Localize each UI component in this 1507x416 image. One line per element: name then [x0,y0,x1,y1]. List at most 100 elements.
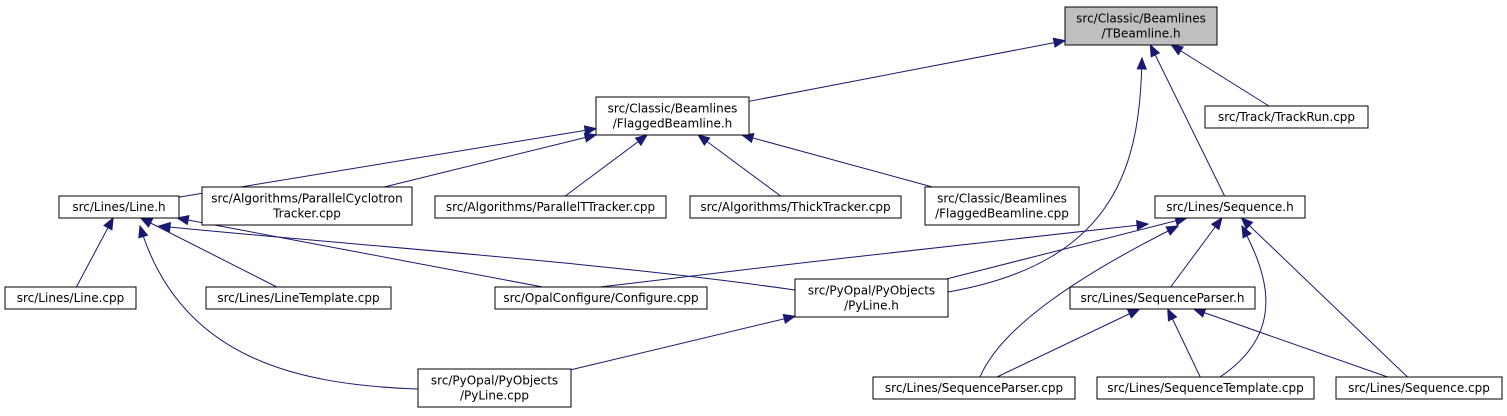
arrowhead [103,216,114,231]
node-box[interactable] [4,286,137,310]
edge-line_h-to-flaggedbeamline_h [178,125,598,198]
node-label: /PyLine.cpp [460,389,529,403]
edge-line [599,223,1149,288]
node-flaggedbeamline-cpp[interactable]: src/Classic/Beamlines/FlaggedBeamline.cp… [924,186,1080,226]
node-sequenceparser-h[interactable]: src/Lines/SequenceParser.h [1069,286,1256,310]
edge-line [564,134,648,197]
arrowhead [1149,43,1161,58]
node-label: src/Classic/Beamlines [1076,12,1206,26]
node-pyline-cpp[interactable]: src/PyOpal/PyObjects/PyLine.cpp [417,368,572,408]
node-pyline-h[interactable]: src/PyOpal/PyObjects/PyLine.h [794,278,949,318]
node-sequenceparser-cpp[interactable]: src/Lines/SequenceParser.cpp [872,376,1076,400]
node-label: src/Lines/SequenceParser.h [1081,291,1245,305]
node-flaggedbeamline-h[interactable]: src/Classic/Beamlines/FlaggedBeamline.h [595,96,750,136]
node-box[interactable] [205,286,392,310]
node-label: src/Classic/Beamlines [937,192,1067,206]
node-box[interactable] [1064,6,1218,46]
node-line-cpp[interactable]: src/Lines/Line.cpp [4,286,137,310]
edge-sequenceparser_h-to-sequence_h [1170,216,1223,288]
edge-line [177,217,543,288]
node-box[interactable] [1204,105,1369,129]
node-label: /PyLine.h [844,299,899,313]
node-box[interactable] [417,368,572,408]
node-label: src/Lines/SequenceTemplate.cpp [1107,381,1303,395]
node-sequence-cpp[interactable]: src/Lines/Sequence.cpp [1335,376,1503,400]
node-label: src/Lines/Sequence.cpp [1348,381,1490,395]
edge-pyline_h-to-tbeamline_h [947,56,1148,293]
edge-line [946,217,1187,280]
edge-line_cpp-to-line_h [75,216,114,288]
node-thicktracker-cpp[interactable]: src/Algorithms/ThickTracker.cpp [689,195,902,219]
edge-sequencetemplate_cpp-to-sequence_h [1219,224,1267,378]
edge-line [75,217,114,288]
edge-line [178,128,597,198]
arrowhead [139,217,154,228]
node-box[interactable] [595,96,750,136]
edge-line [748,40,1066,102]
node-tbeamline-h[interactable]: src/Classic/Beamlines/TBeamline.h [1064,6,1218,46]
node-box[interactable] [58,195,180,219]
edge-line [1149,44,1226,197]
node-label: src/PyOpal/PyObjects [808,284,935,298]
node-label: src/PyOpal/PyObjects [431,374,558,388]
edge-linetemplate_cpp-to-line_h [139,217,278,288]
node-box[interactable] [494,286,708,310]
edge-line [947,57,1143,293]
node-configure-cpp[interactable]: src/OpalConfigure/Configure.cpp [494,286,708,310]
node-box[interactable] [1096,376,1315,400]
node-box[interactable] [924,186,1080,226]
edge-parallelt_cpp-to-flaggedbeamline_h [564,134,649,197]
edge-line [996,308,1140,378]
edge-sequencetemplate_cpp-to-sequenceparser_h [1167,307,1201,378]
node-box[interactable] [794,278,949,318]
node-label: Tracker.cpp [272,207,341,221]
arrowhead [697,134,711,147]
arrowhead [138,224,149,239]
edge-line [1167,308,1201,378]
edge-line [1171,44,1270,107]
edge-sequence_cpp-to-sequence_h [1240,217,1408,378]
arrowhead [1136,56,1148,70]
arrowhead [583,125,598,136]
node-sequence-h[interactable]: src/Lines/Sequence.h [1154,195,1306,219]
edge-line [1170,217,1223,288]
edge-line [570,315,796,371]
node-box[interactable] [1335,376,1503,400]
edge-configure_cpp-to-sequence_h [599,220,1150,288]
node-linetemplate-cpp[interactable]: src/Lines/LineTemplate.cpp [205,286,392,310]
edge-line [384,134,597,188]
node-label: src/Lines/Line.cpp [17,291,125,305]
node-parallelt-cpp[interactable]: src/Algorithms/ParallelTTracker.cpp [434,195,667,219]
arrowhead [1165,225,1180,236]
node-label: src/OpalConfigure/Configure.cpp [503,291,698,305]
arrowhead [634,134,649,147]
node-trackrun-cpp[interactable]: src/Track/TrackRun.cpp [1204,105,1369,129]
edge-pyline_cpp-to-line_h [138,224,419,390]
edge-line [139,225,419,390]
node-box[interactable] [201,186,413,226]
node-sequencetemplate-cpp[interactable]: src/Lines/SequenceTemplate.cpp [1096,376,1315,400]
arrowhead [1192,307,1207,318]
arrowhead [782,313,797,325]
node-box[interactable] [434,195,667,219]
edge-sequenceparser_cpp-to-sequence_h [979,225,1180,378]
node-box[interactable] [689,195,902,219]
edge-parallelcyclotron_cpp-to-flaggedbeamline_h [384,132,598,188]
node-label: src/Algorithms/ParallelCyclotron [211,192,402,206]
node-label: src/Lines/Line.h [72,200,165,214]
node-label: src/Algorithms/ParallelTTracker.cpp [446,200,655,214]
arrowhead [1210,216,1223,231]
arrowhead [583,132,598,143]
node-parallelcyclotron-cpp[interactable]: src/Algorithms/ParallelCyclotronTracker.… [201,186,413,226]
node-box[interactable] [1154,195,1306,219]
edge-line [1219,225,1267,378]
node-box[interactable] [1069,286,1256,310]
edge-sequenceparser_cpp-to-sequenceparser_h [996,308,1141,378]
node-line-h[interactable]: src/Lines/Line.h [58,195,180,219]
node-label: src/Algorithms/ThickTracker.cpp [700,200,890,214]
edge-line [140,217,278,288]
edge-line [979,225,1179,378]
node-box[interactable] [872,376,1076,400]
node-label: /FlaggedBeamline.h [613,117,733,131]
